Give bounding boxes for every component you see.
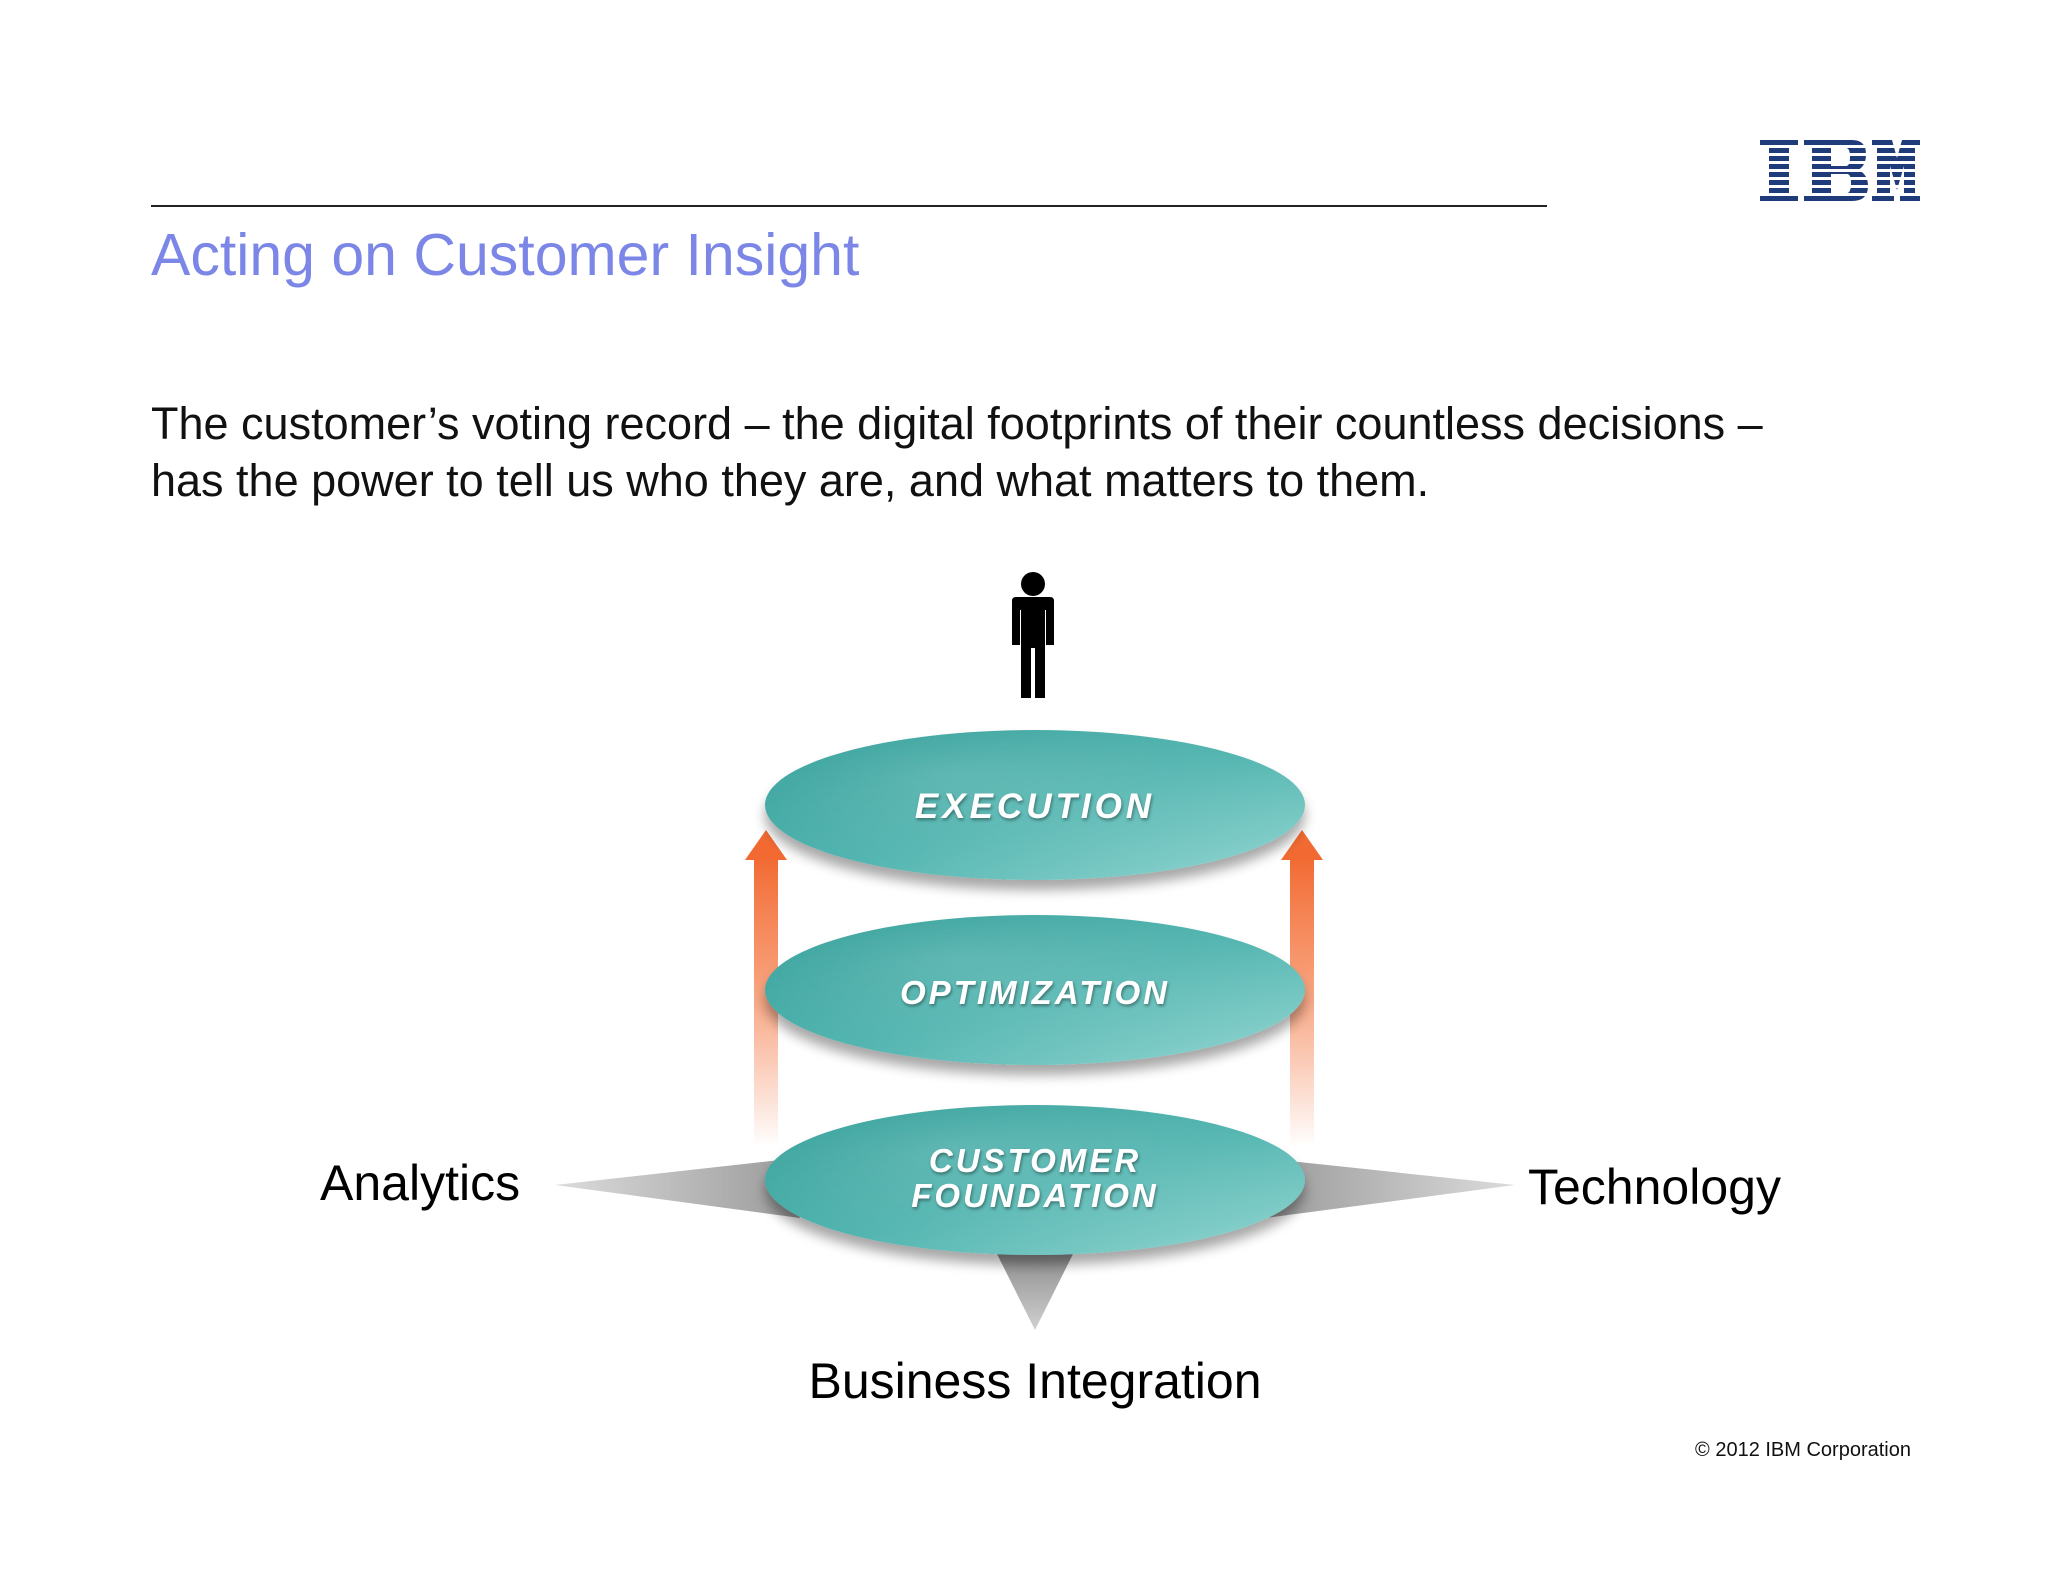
layer-optimization: OPTIMIZATION	[765, 915, 1305, 1065]
technology-label: Technology	[1528, 1159, 1781, 1215]
body-text: The customer’s voting record – the digit…	[151, 395, 1911, 509]
layer-execution: EXECUTION	[765, 730, 1305, 880]
layer-optimization-label: OPTIMIZATION	[900, 974, 1170, 1011]
layer-execution-label: EXECUTION	[915, 787, 1155, 826]
body-line-1: The customer’s voting record – the digit…	[151, 398, 1763, 449]
layer-customer-label: CUSTOMER	[929, 1142, 1141, 1179]
analytics-pointer	[555, 1160, 800, 1218]
technology-pointer	[1265, 1160, 1515, 1218]
page-title: Acting on Customer Insight	[151, 222, 860, 288]
layer-foundation-label: FOUNDATION	[911, 1177, 1159, 1214]
business-integration-pointer	[995, 1250, 1075, 1330]
copyright: © 2012 IBM Corporation	[1695, 1439, 1911, 1461]
layer-customer-foundation: CUSTOMER FOUNDATION	[765, 1105, 1305, 1255]
body-line-2: has the power to tell us who they are, a…	[151, 455, 1430, 506]
business-integration-label: Business Integration	[808, 1353, 1261, 1409]
analytics-label: Analytics	[320, 1155, 520, 1211]
person-icon	[1012, 572, 1054, 698]
ibm-logo	[1760, 140, 1920, 201]
title-rule	[151, 205, 1547, 207]
